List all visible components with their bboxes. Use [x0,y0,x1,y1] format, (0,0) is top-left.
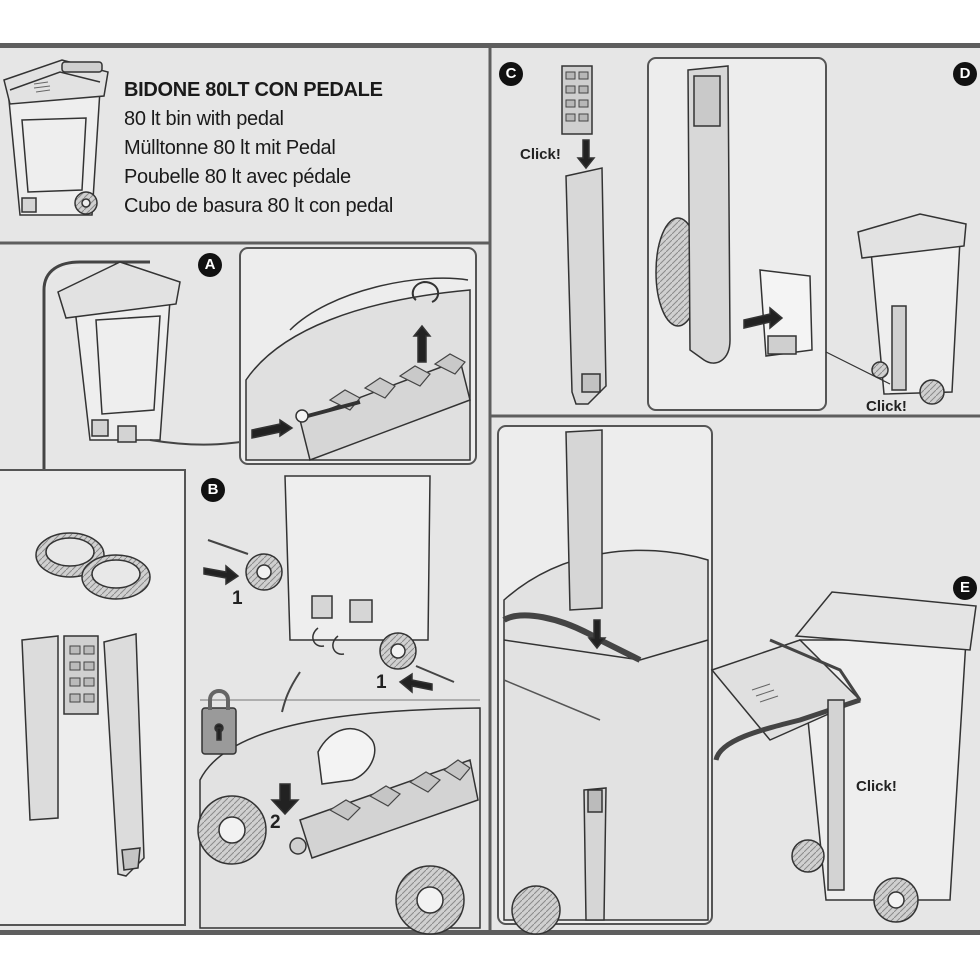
click-label-c: Click! [520,146,561,163]
step-badge-e: E [953,576,977,600]
panel-c [561,65,607,405]
title-spanish: Cubo de basura 80 lt con pedal [124,195,393,217]
parts-panel [0,469,186,926]
title-block: BIDONE 80LT CON PEDALE 80 lt bin with pe… [124,76,393,221]
title-french: Poubelle 80 lt avec pédale [124,166,351,188]
click-label-d: Click! [866,398,907,415]
panel-e-inset [497,425,713,935]
header-bin-illustration [3,59,109,216]
panel-dividers [0,48,980,930]
panel-a-inset [239,247,477,465]
step-badge-b: B [201,478,225,502]
step-badge-a: A [198,253,222,277]
panel-b [197,475,481,935]
title-german: Mülltonne 80 lt mit Pedal [124,137,336,159]
step-number-2: 2 [270,812,281,833]
step-badge-d: D [953,62,977,86]
panel-d [647,57,967,411]
product-title: BIDONE 80LT CON PEDALE [124,79,383,101]
step-number-1-left: 1 [232,588,243,609]
title-english: 80 lt bin with pedal [124,108,284,130]
panel-a-bin [42,260,301,470]
panel-e-bin [710,591,977,923]
step-number-1-right: 1 [376,672,387,693]
click-label-e: Click! [856,778,897,795]
step-badge-c: C [499,62,523,86]
